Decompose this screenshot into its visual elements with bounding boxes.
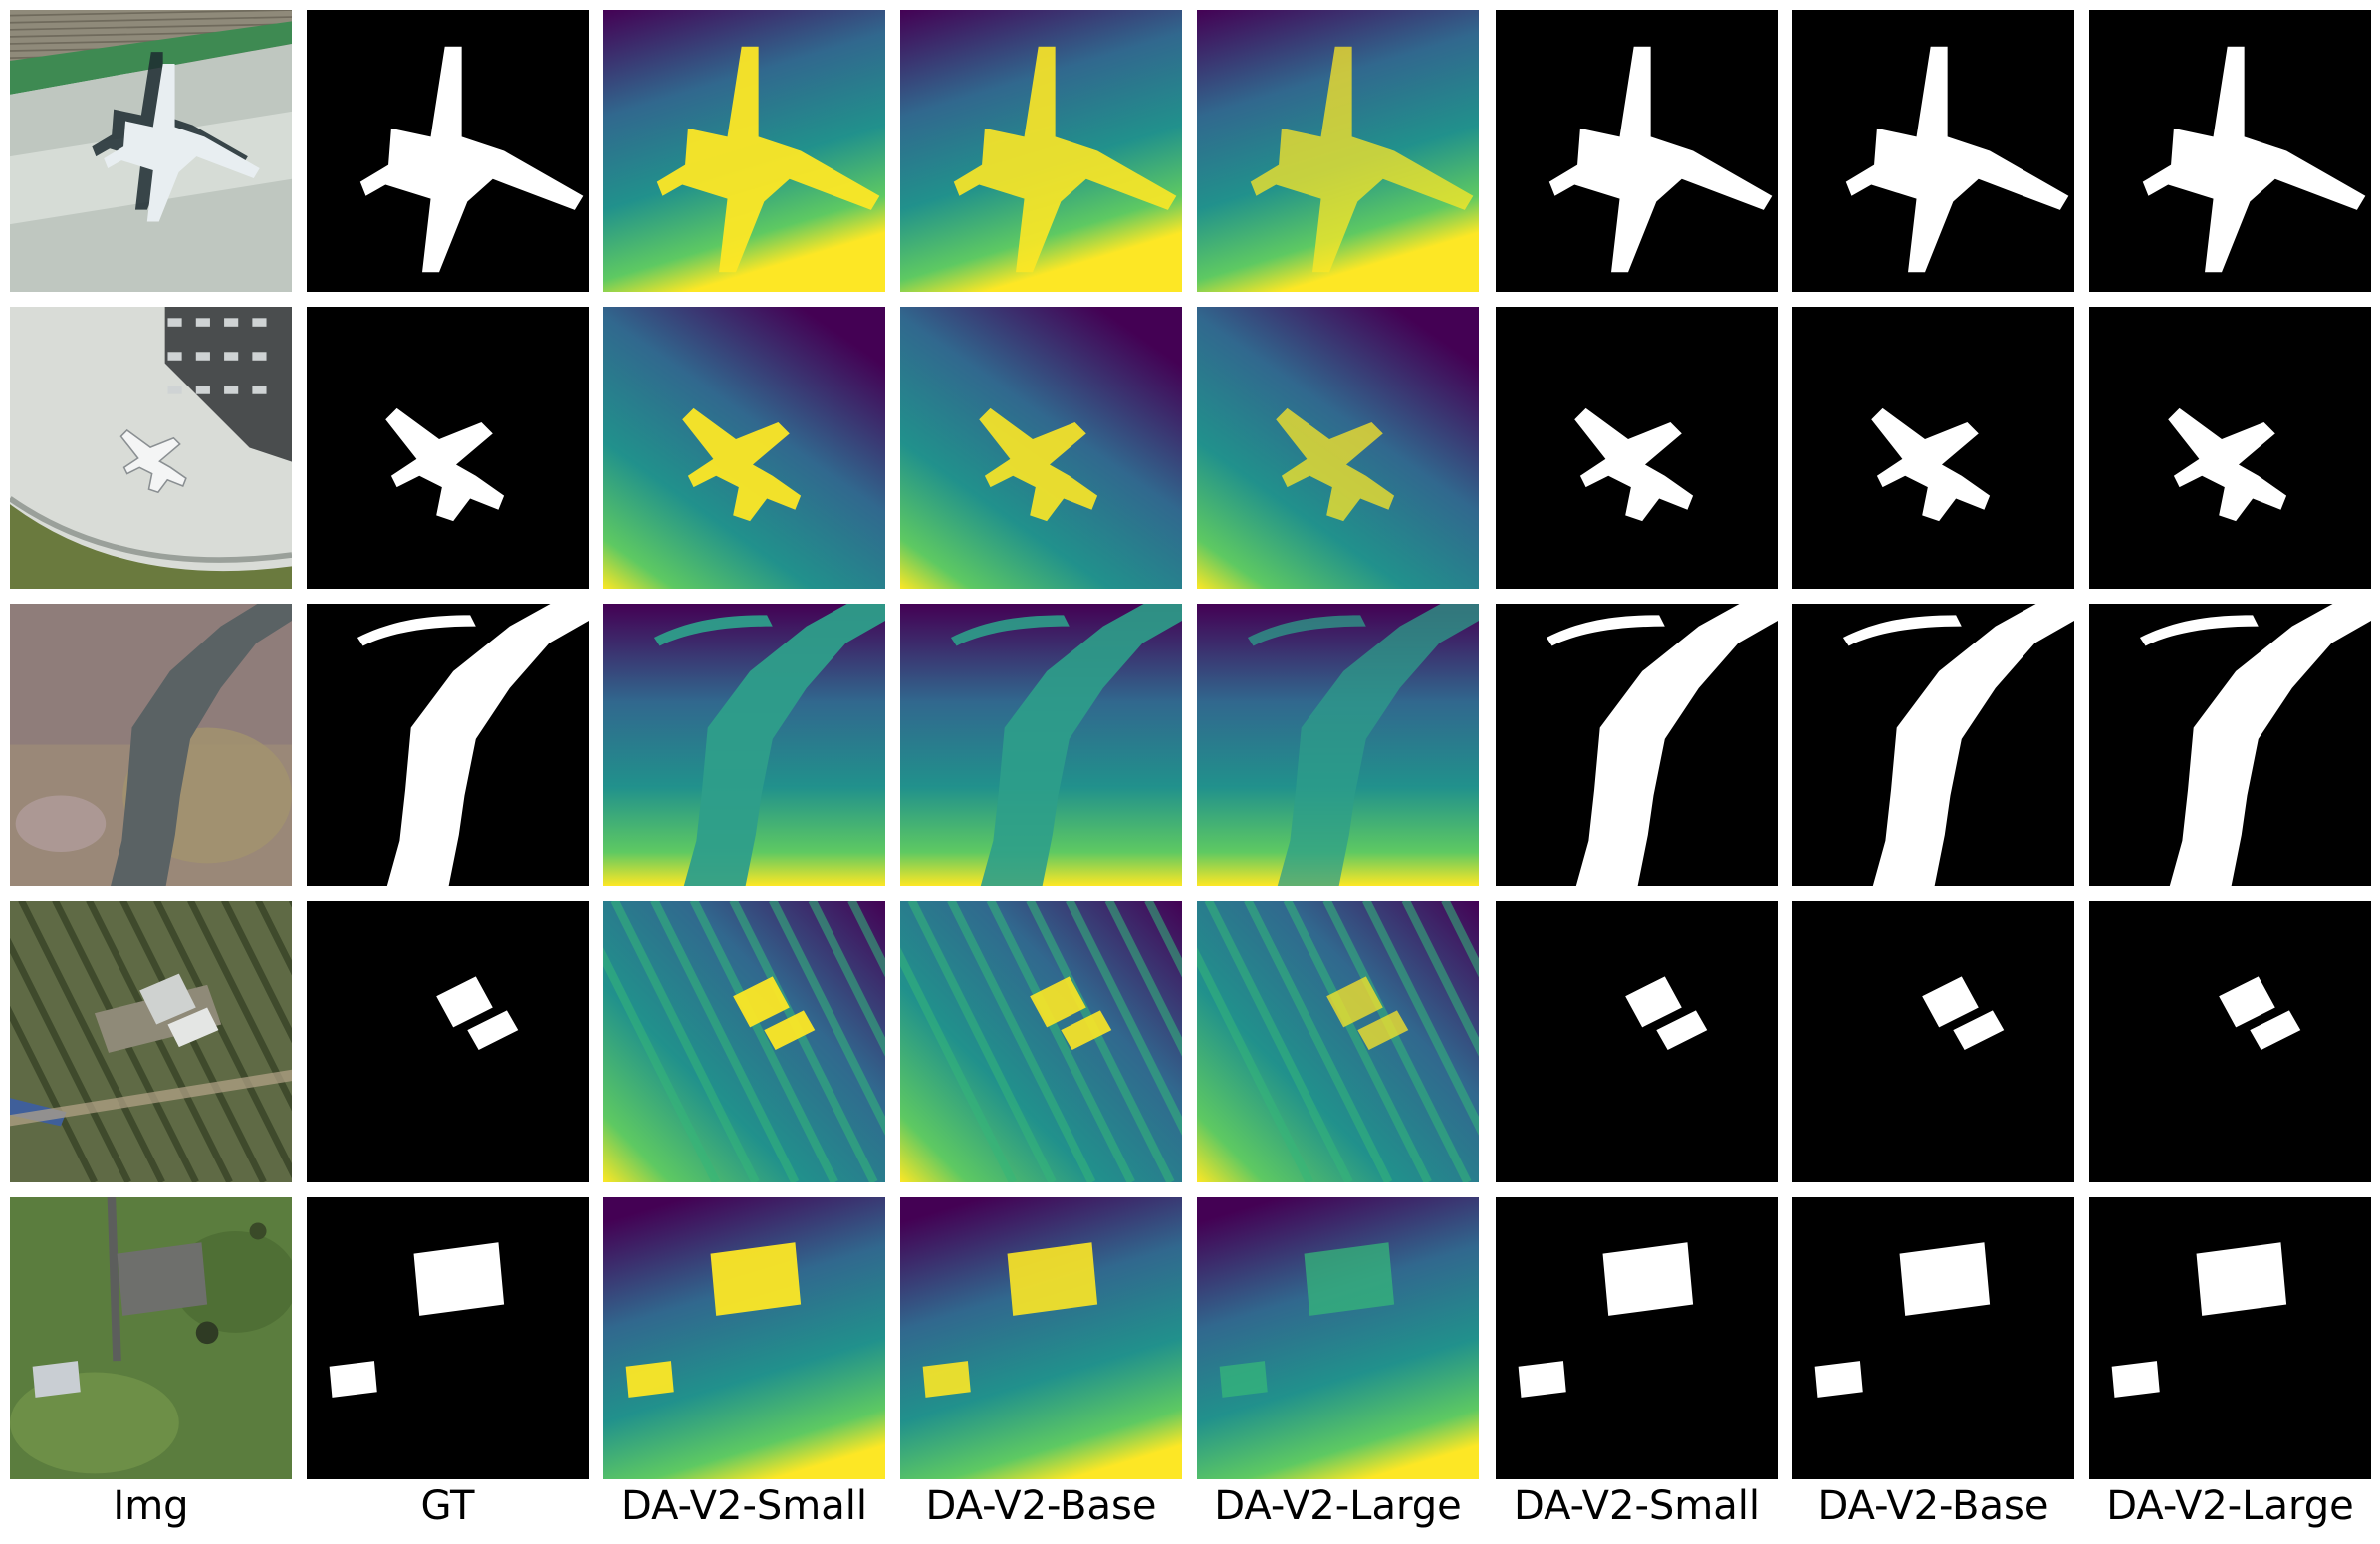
column-label-depth-large: DA-V2-Large [1214,1483,1462,1529]
tile-buildings-2-mask-large [2089,1197,2371,1479]
column-label-gt: GT [420,1483,475,1529]
tile-buildings-2-depth-base [900,1197,1182,1479]
tile-airplane-2-depth-large [1197,307,1479,589]
tile-airplane-1-depth-small [603,10,885,292]
tile-buildings-1-depth-small [603,901,885,1182]
tile-buildings-1-mask-small [1496,901,1778,1182]
column-label-mask-large: DA-V2-Large [2106,1483,2354,1529]
tile-airplane-1-gt [307,10,589,292]
tile-airplane-1-mask-small [1496,10,1778,292]
tile-river-depth-small [603,604,885,886]
tile-buildings-2-mask-base [1792,1197,2074,1479]
tile-river-mask-small [1496,604,1778,886]
tile-river-depth-base [900,604,1182,886]
tile-buildings-2-gt [307,1197,589,1479]
tile-airplane-2-mask-small [1496,307,1778,589]
tile-buildings-1-img [10,901,292,1182]
tile-airplane-1-depth-large [1197,10,1479,292]
tile-river-depth-large [1197,604,1479,886]
column-label-mask-base: DA-V2-Base [1817,1483,2049,1529]
tile-airplane-2-depth-small [603,307,885,589]
tile-airplane-2-gt [307,307,589,589]
column-label-depth-small: DA-V2-Small [620,1483,867,1529]
tile-buildings-1-depth-large [1197,901,1479,1182]
tile-airplane-2-mask-base [1792,307,2074,589]
tile-buildings-1-depth-base [900,901,1182,1182]
tile-river-mask-large [2089,604,2371,886]
tile-buildings-1-gt [307,901,589,1182]
tile-airplane-1-mask-base [1792,10,2074,292]
tile-airplane-2-depth-base [900,307,1182,589]
tile-buildings-2-depth-small [603,1197,885,1479]
tile-airplane-1-img [10,10,292,292]
tile-airplane-2-img [10,307,292,589]
tile-river-mask-base [1792,604,2074,886]
tile-airplane-1-mask-large [2089,10,2371,292]
tile-buildings-1-mask-base [1792,901,2074,1182]
tile-buildings-1-mask-large [2089,901,2371,1182]
tile-buildings-2-mask-small [1496,1197,1778,1479]
tile-buildings-2-depth-large [1197,1197,1479,1479]
tile-airplane-1-depth-base [900,10,1182,292]
column-label-mask-small: DA-V2-Small [1513,1483,1760,1529]
column-label-img: Img [113,1483,189,1529]
column-label-depth-base: DA-V2-Base [925,1483,1157,1529]
tile-river-img [10,604,292,886]
tile-buildings-2-img [10,1197,292,1479]
tile-airplane-2-mask-large [2089,307,2371,589]
tile-river-gt [307,604,589,886]
